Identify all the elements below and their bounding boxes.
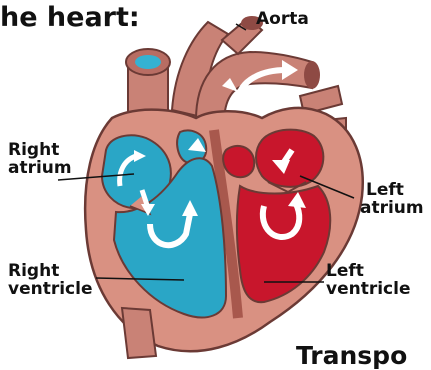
left-atrium-label: Left atrium [362,181,424,218]
heart-diagram: he heart: Aorta Right atrium Left atrium… [0,0,431,361]
aorta-label: Aorta [256,10,309,28]
left-ventricle-label: Left ventricle [326,262,411,299]
left-atrium-label-line1: Left [362,181,424,199]
left-upper-chamber [223,146,254,177]
cropped-heading: Transpo [296,341,407,370]
right-atrium-label-line2: atrium [8,159,72,177]
aorta-opening [304,61,320,89]
right-atrium-label: Right atrium [8,141,72,178]
right-ventricle-label-line2: ventricle [8,280,93,298]
inferior-vena-cava [122,308,156,358]
left-atrium-label-line2: atrium [360,199,424,217]
vena-cava-lumen [135,55,161,69]
right-atrium-label-line1: Right [8,141,72,159]
left-ventricle-label-line1: Left [326,262,411,280]
right-ventricle-label-line1: Right [8,262,93,280]
left-ventricle-label-line2: ventricle [326,280,411,298]
page-title: he heart: [0,2,140,33]
right-ventricle-label: Right ventricle [8,262,93,299]
